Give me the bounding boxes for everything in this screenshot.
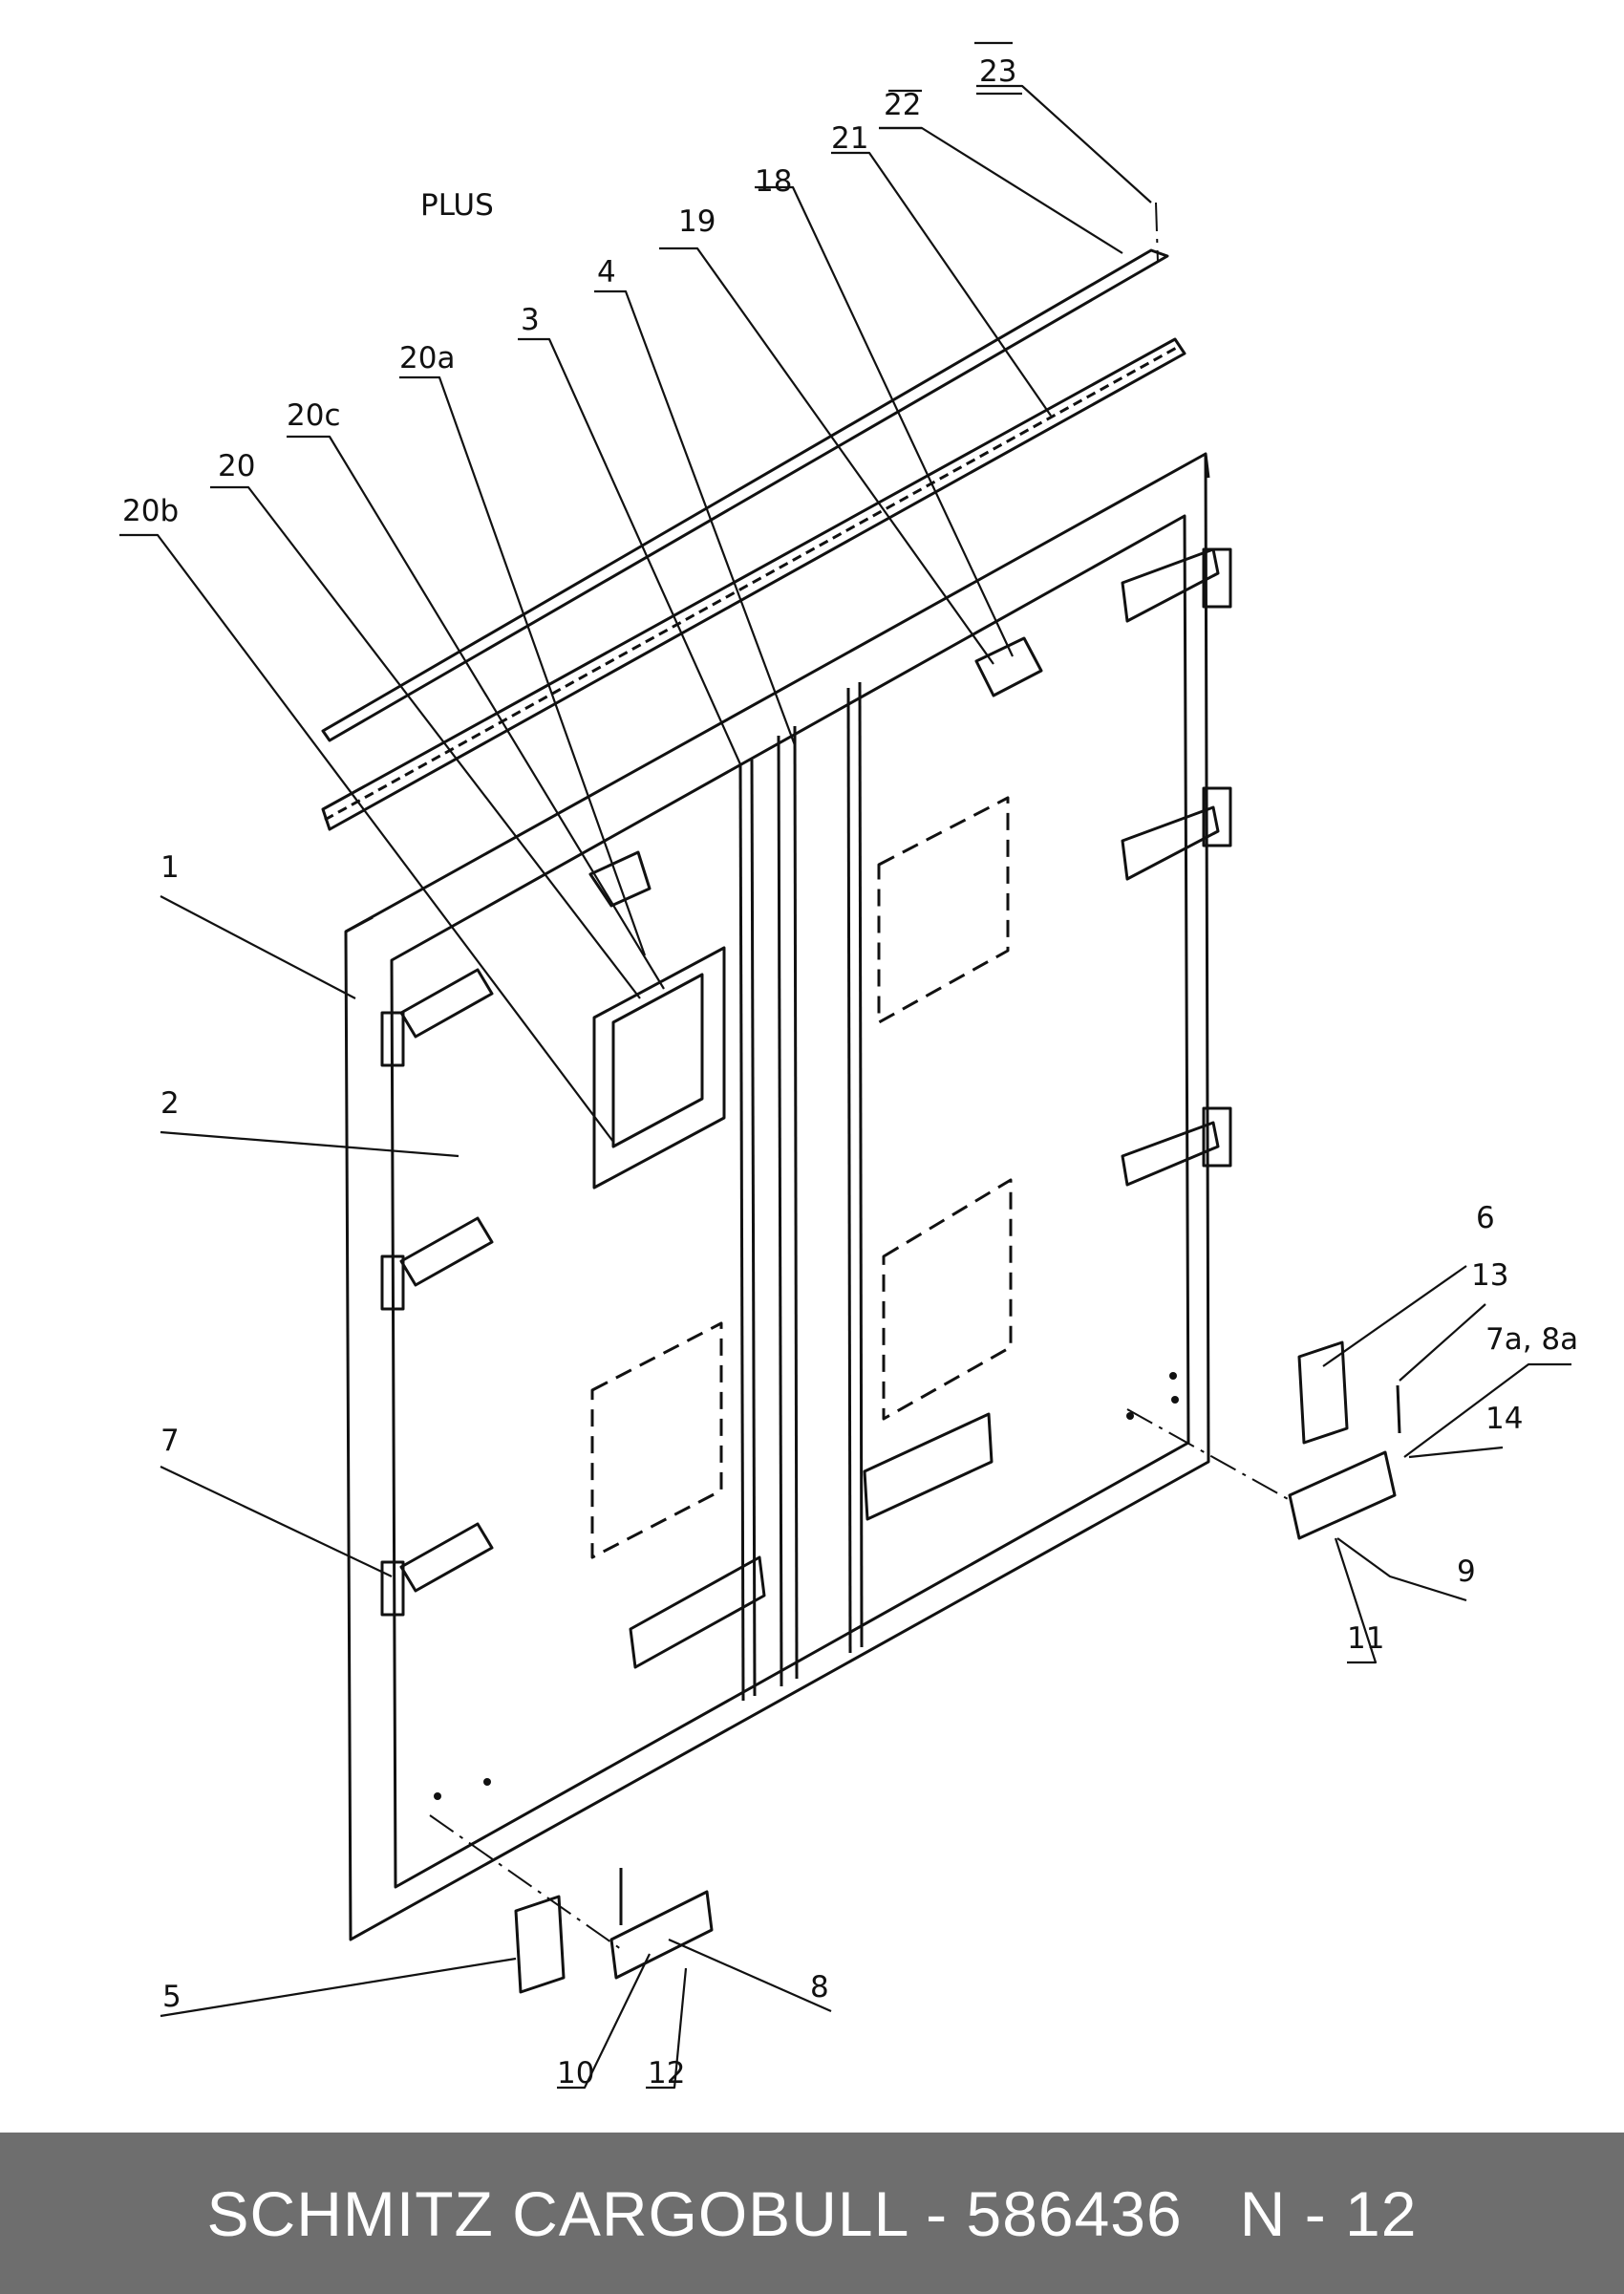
label-10: 10 — [557, 2056, 594, 2090]
label-1: 1 — [160, 850, 180, 885]
label-19: 19 — [678, 204, 716, 239]
plate-9 — [1288, 1450, 1397, 1540]
label-7a-8a: 7a, 8a — [1485, 1322, 1578, 1357]
handle-right — [863, 1412, 994, 1521]
placard-dashed-right-top — [877, 796, 1010, 1024]
placard-20 — [592, 946, 726, 1190]
label-11: 11 — [1347, 1621, 1384, 1656]
label-5: 5 — [162, 1980, 182, 2014]
label-3: 3 — [521, 303, 540, 337]
center-post — [777, 735, 783, 1687]
label-20: 20 — [218, 449, 255, 483]
top-strip-22 — [321, 248, 1169, 742]
hinge-right-bottom — [1121, 1106, 1232, 1187]
parts-diagram: PLUS 23 22 21 18 19 4 3 20a 20c 20 20b 1… — [119, 41, 1578, 2090]
label-20a: 20a — [399, 341, 455, 375]
label-23: 23 — [979, 54, 1016, 89]
label-14: 14 — [1485, 1402, 1523, 1436]
footer-brand: SCHMITZ CARGOBULL - 586436 — [206, 2177, 1183, 2249]
hinge-left-top — [380, 968, 494, 1067]
placard-dashed-left — [590, 1321, 723, 1559]
keeper-5 — [514, 1895, 566, 1994]
bracket-3 — [588, 850, 652, 908]
label-7: 7 — [160, 1424, 180, 1458]
placard-dashed-right-bottom — [882, 1178, 1013, 1421]
footer-banner: SCHMITZ CARGOBULL - 586436 N - 12 — [0, 2133, 1624, 2294]
hinge-right-top — [1121, 547, 1232, 623]
door-frame-inner — [390, 514, 1190, 1889]
hinge-left-middle — [380, 1216, 494, 1311]
keeper-6 — [1297, 1340, 1349, 1445]
footer-code: N - 12 — [1239, 2177, 1418, 2249]
title-plus: PLUS — [420, 188, 494, 223]
label-6: 6 — [1476, 1201, 1495, 1235]
label-18: 18 — [755, 164, 792, 199]
label-2: 2 — [160, 1086, 180, 1121]
label-12: 12 — [648, 2056, 685, 2090]
label-8: 8 — [810, 1970, 829, 2005]
label-20b: 20b — [122, 494, 179, 528]
plate-8 — [609, 1890, 714, 1980]
door-frame — [344, 452, 1210, 1941]
label-13: 13 — [1471, 1258, 1508, 1293]
hinge-left-bottom — [380, 1522, 494, 1617]
label-20c: 20c — [287, 398, 341, 433]
label-21: 21 — [831, 121, 868, 156]
label-22: 22 — [884, 88, 921, 122]
handle-left — [629, 1555, 766, 1669]
label-9: 9 — [1457, 1554, 1476, 1589]
label-4: 4 — [597, 255, 616, 289]
top-strip-21 — [321, 337, 1186, 831]
hinge-right-middle — [1121, 786, 1232, 881]
